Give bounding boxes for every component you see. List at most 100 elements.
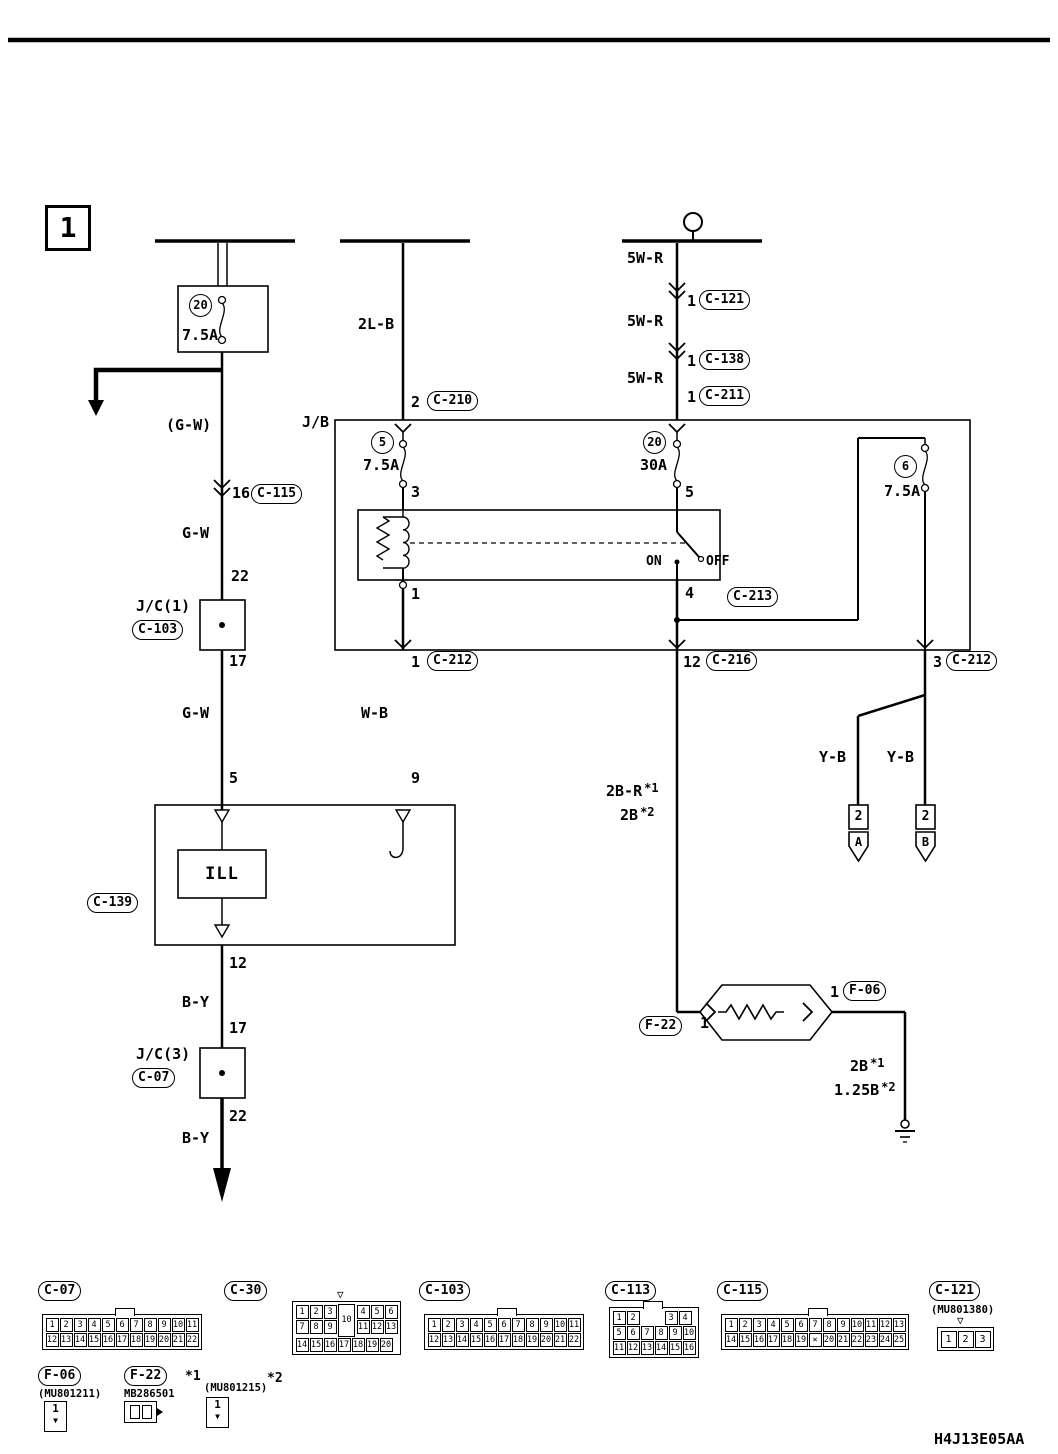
footnote-star-2b: *2 — [881, 1080, 896, 1094]
wire-end-arrow-icon — [213, 1168, 231, 1202]
connector-ref-c213: C-213 — [727, 587, 779, 607]
pin-cell: 18 — [129, 1332, 143, 1347]
wire-label-yb-1: Y-B — [819, 748, 847, 766]
pin-cell: 2 — [441, 1317, 455, 1332]
pin-1-c121: 1 — [687, 292, 697, 310]
fuse-6-rating: 7.5A — [884, 482, 921, 500]
pin-cell: 18 — [351, 1337, 365, 1352]
relay-switch-symbol — [674, 510, 705, 580]
resistor-zigzag — [718, 1003, 784, 1021]
connector-ref-c211: C-211 — [699, 386, 751, 406]
terminal-arrow-b-icon — [915, 831, 936, 863]
pin-cell: 5 — [483, 1317, 497, 1332]
pin-cell: 21 — [836, 1332, 850, 1347]
connector-ref-f06: F-06 — [843, 981, 887, 1001]
pin-5: 5 — [229, 769, 239, 787]
down-arrow-icon: ▼ — [53, 1416, 58, 1425]
junction-block-label: J/B — [302, 413, 330, 431]
pin-1-relay: 1 — [411, 585, 421, 603]
connector-lock-tab — [497, 1308, 517, 1316]
fuse-5-symbol — [398, 432, 408, 489]
pin-cell: 14 — [724, 1332, 738, 1347]
ill-lamp-label: ILL — [205, 864, 239, 884]
pin-cell: 3 — [664, 1310, 678, 1325]
left-wire — [199, 352, 246, 810]
wire-label-2b-text: 2B — [620, 806, 639, 824]
wire-label-2br: 2B-R*1 — [606, 781, 659, 801]
pin-cell: 14 — [455, 1332, 469, 1347]
terminal-a-pin: 2 — [854, 809, 863, 824]
footnote-star-2-ref: *2 — [267, 1371, 283, 1386]
pin-cell: 7 — [129, 1317, 143, 1332]
connector-ref-c139: C-139 — [87, 893, 139, 913]
fuse-20-box — [177, 243, 269, 353]
pin-cell: 13 — [441, 1332, 455, 1347]
wire-label-gw-1: G-W — [182, 524, 210, 542]
pin-17: 17 — [229, 652, 248, 670]
pin-cell: 15 — [668, 1340, 682, 1355]
pin-4: 4 — [685, 584, 695, 602]
down-arrow-icon: ▼ — [215, 1412, 220, 1421]
notch-icon: ▽ — [957, 1314, 964, 1327]
pin-cell: 1 — [612, 1310, 626, 1325]
pin-cell: 1 — [214, 1398, 221, 1411]
pin-1-c138: 1 — [687, 352, 697, 370]
pin-cell: 15 — [309, 1337, 323, 1352]
pin-cell: 9 — [668, 1325, 682, 1340]
wire-label-2lb: 2L-B — [358, 315, 395, 333]
pin-cell: 22 — [185, 1332, 199, 1347]
pin-cell: 4 — [766, 1317, 780, 1332]
pin-cell: 10 — [682, 1325, 696, 1340]
connector-ref-c138: C-138 — [699, 350, 751, 370]
pin-cell: 12 — [878, 1317, 892, 1332]
pin-cell: 2 — [957, 1330, 974, 1348]
connector-title-f22: F-22 — [124, 1366, 168, 1386]
pin-cell: 1 — [295, 1304, 309, 1319]
pin-cell: 21 — [553, 1332, 567, 1347]
pin-cell: 7 — [808, 1317, 822, 1332]
pin-cell: 12 — [427, 1332, 441, 1347]
pin-16: 16 — [232, 484, 251, 502]
pin-cell: 6 — [384, 1304, 398, 1319]
pin-cell: 17 — [115, 1332, 129, 1347]
pin-cell: 3 — [323, 1304, 337, 1319]
pin-gap — [640, 1310, 664, 1325]
pin-cell: 20 — [379, 1337, 393, 1352]
pin-cell: 10 — [850, 1317, 864, 1332]
pin-cell: 16 — [101, 1332, 115, 1347]
pin-cell: 8 — [309, 1319, 323, 1334]
switch-on-label: ON — [646, 554, 662, 569]
connector-ref-c121: C-121 — [699, 290, 751, 310]
pin-cell: 20 — [822, 1332, 836, 1347]
inline-connector-c138-icon — [668, 342, 686, 361]
pin-cell: 9 — [157, 1317, 171, 1332]
pin-cell: 6 — [497, 1317, 511, 1332]
power-source-circle — [683, 212, 703, 232]
pin-12: 12 — [229, 954, 248, 972]
ground-icon — [895, 1119, 915, 1143]
pin-slot — [129, 1405, 140, 1419]
pin-17b: 17 — [229, 1019, 248, 1037]
fuse-30-symbol — [672, 432, 682, 489]
pin-1-c212: 1 — [411, 653, 421, 671]
pin-cell: 1 — [427, 1317, 441, 1332]
lamp-hook-symbol — [389, 809, 412, 859]
pin-9: 9 — [411, 769, 421, 787]
pin-cell: 12 — [626, 1340, 640, 1355]
right-feed-wire — [668, 243, 686, 510]
fuse-30-rating: 30A — [640, 456, 668, 474]
footnote-star-1-ref: *1 — [185, 1369, 201, 1384]
notch-icon: ▽ — [337, 1288, 344, 1301]
pin-cell: 18 — [511, 1332, 525, 1347]
wire-label-gw-paren: (G-W) — [166, 416, 212, 434]
